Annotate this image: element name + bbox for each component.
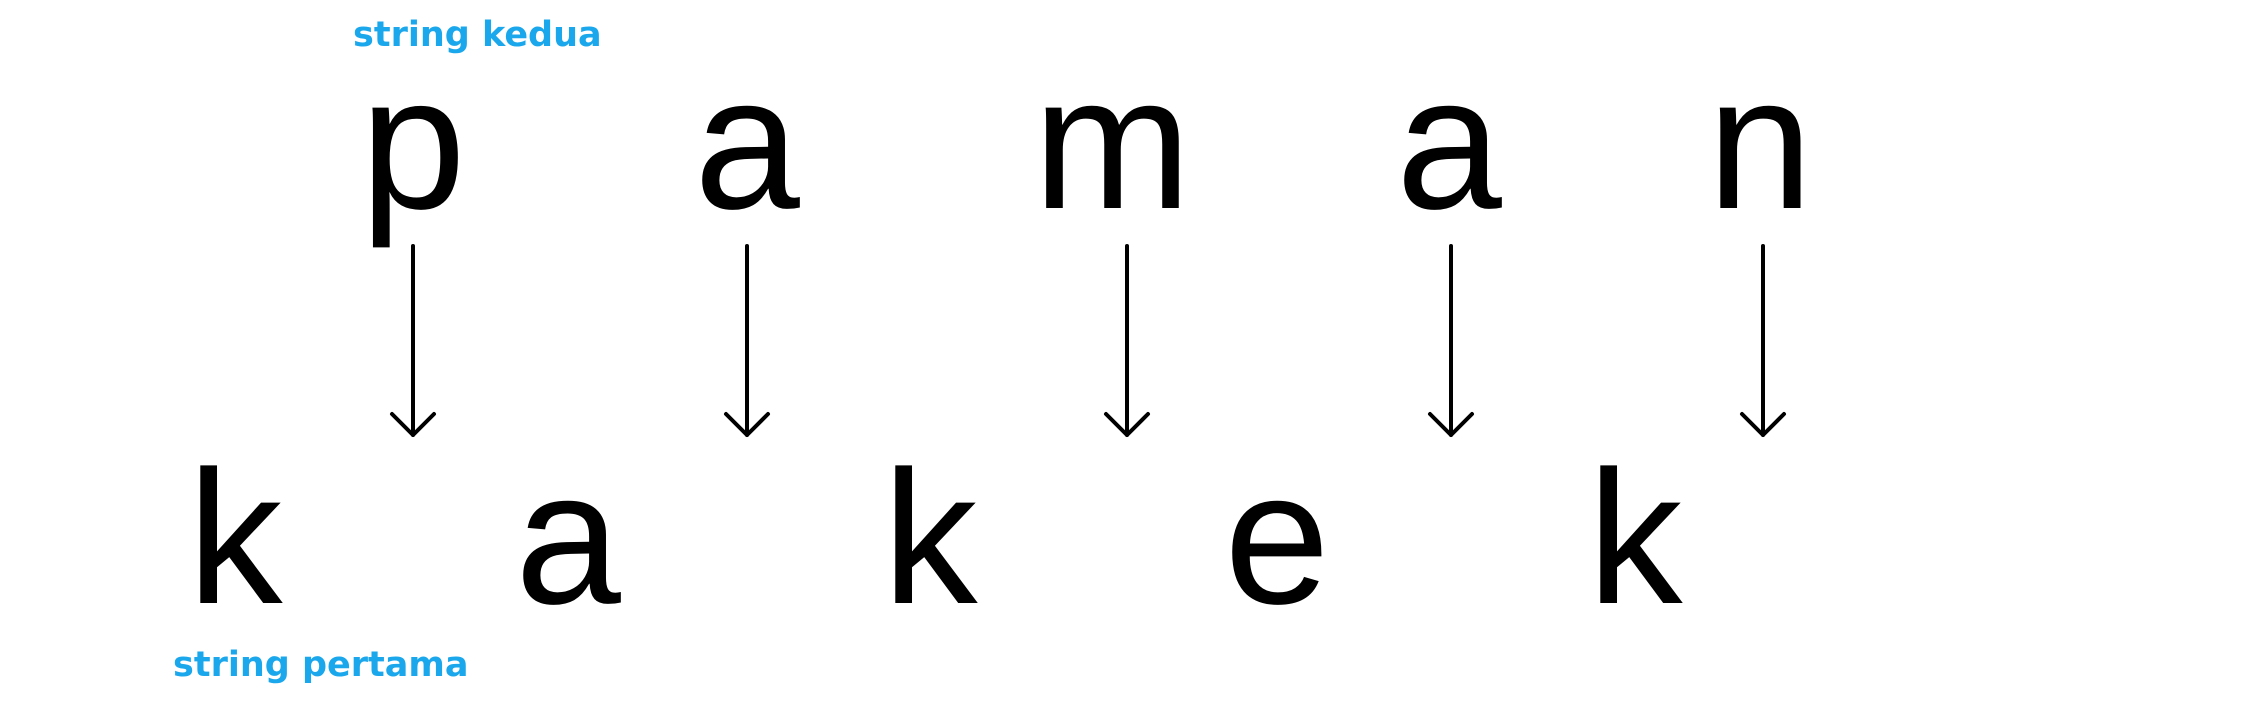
top-letter: p (360, 37, 466, 249)
down-arrow-icon (1740, 244, 1786, 437)
bottom-letter: a (515, 432, 621, 644)
top-letter: n (1707, 37, 1813, 249)
top-string-label: string kedua (353, 15, 602, 55)
top-letter: a (694, 37, 800, 249)
down-arrow-icon (1428, 244, 1474, 437)
bottom-letter: k (882, 432, 978, 644)
down-arrow-icon (724, 244, 770, 437)
bottom-letter: e (1224, 432, 1330, 644)
bottom-letter: k (1587, 432, 1683, 644)
bottom-letter: k (187, 432, 283, 644)
down-arrow-icon (390, 244, 436, 437)
bottom-string-label: string pertama (173, 645, 469, 685)
down-arrow-icon (1104, 244, 1150, 437)
top-letter: m (1033, 37, 1192, 249)
top-letter: a (1396, 37, 1502, 249)
